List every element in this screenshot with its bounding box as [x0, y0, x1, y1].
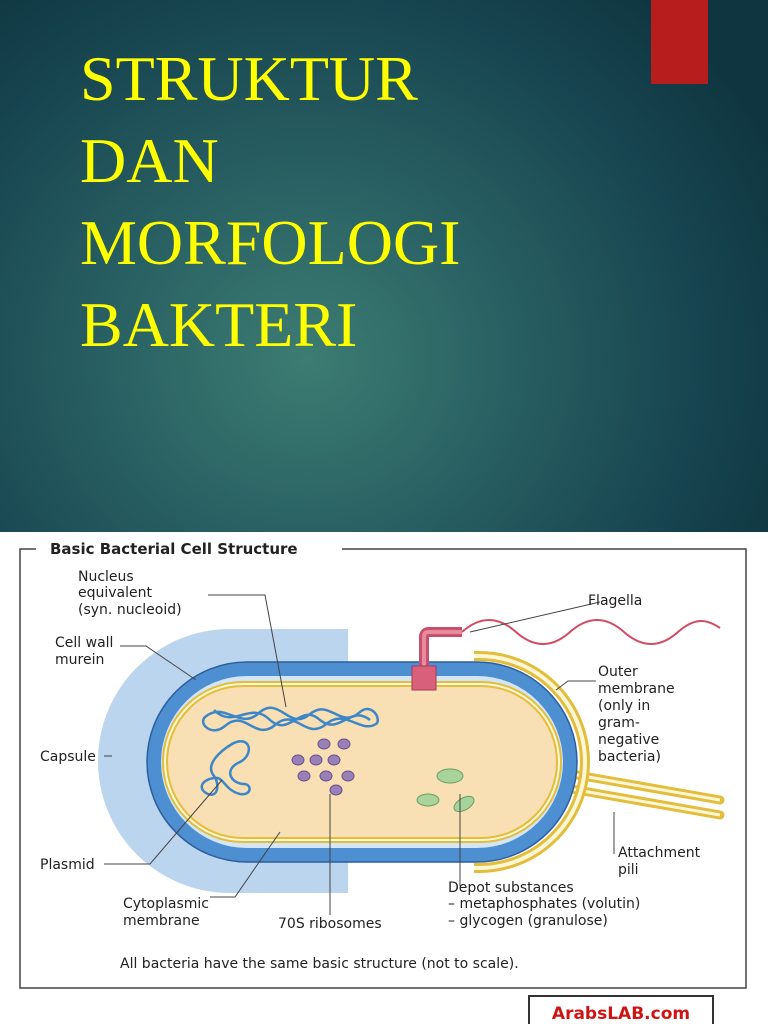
leader-lines	[104, 594, 615, 915]
label-depot-1: Depot substances	[448, 880, 574, 896]
diagram-labels: Nucleus equivalent (syn. nucleoid) Cell …	[40, 569, 701, 972]
label-outer-4: gram-	[598, 715, 640, 731]
diagram-panel: Basic Bacterial Cell Structure	[0, 532, 768, 1024]
accent-bar	[651, 0, 708, 84]
label-outer-3: (only in	[598, 698, 650, 714]
title-line-3: MORFOLOGI	[80, 207, 461, 278]
label-ribosomes: 70S ribosomes	[278, 916, 382, 932]
nucleoid-dna	[202, 706, 379, 732]
diagram-frame	[19, 548, 747, 989]
plasmid-dna	[200, 740, 251, 796]
bacterial-cell-diagram: Basic Bacterial Cell Structure	[19, 540, 747, 989]
label-cytoplasmic-1: Cytoplasmic	[123, 896, 209, 912]
cytoplasmic-membrane-inner	[164, 683, 560, 841]
label-plasmid: Plasmid	[40, 857, 95, 873]
label-capsule: Capsule	[40, 749, 96, 765]
ribosomes	[291, 738, 355, 796]
label-pili-1: Attachment	[618, 845, 701, 861]
label-outer-5: negative	[598, 732, 659, 748]
label-depot-3: – glycogen (granulose)	[448, 913, 608, 929]
diagram-heading: Basic Bacterial Cell Structure	[50, 540, 298, 558]
title-line-2: DAN	[80, 125, 219, 196]
label-depot-2: – metaphosphates (volutin)	[448, 896, 640, 912]
cytoplasmic-membrane-shape	[162, 681, 562, 843]
arabslab-logo: ArabsLAB.com	[528, 995, 714, 1024]
slide-title: STRUKTUR DAN MORFOLOGI BAKTERI	[80, 38, 460, 366]
label-cell-wall-2: murein	[55, 652, 104, 668]
diagram-caption: All bacteria have the same basic structu…	[120, 956, 519, 972]
label-outer-1: Outer	[598, 664, 638, 680]
title-line-1: STRUKTUR	[80, 43, 418, 114]
label-cell-wall-1: Cell wall	[55, 635, 113, 651]
title-line-4: BAKTERI	[80, 289, 358, 360]
outer-membrane-inner	[474, 654, 587, 870]
label-cytoplasmic-2: membrane	[123, 913, 200, 929]
label-nucleus-2: equivalent	[78, 585, 153, 601]
label-flagella: Flagella	[588, 593, 642, 609]
flagellum	[411, 619, 721, 691]
label-outer-6: bacteria)	[598, 749, 661, 765]
label-nucleus-3: (syn. nucleoid)	[78, 602, 182, 618]
label-outer-2: membrane	[598, 681, 675, 697]
label-pili-2: pili	[618, 862, 639, 878]
depot-granules	[416, 768, 475, 813]
label-nucleus-1: Nucleus	[78, 569, 134, 585]
